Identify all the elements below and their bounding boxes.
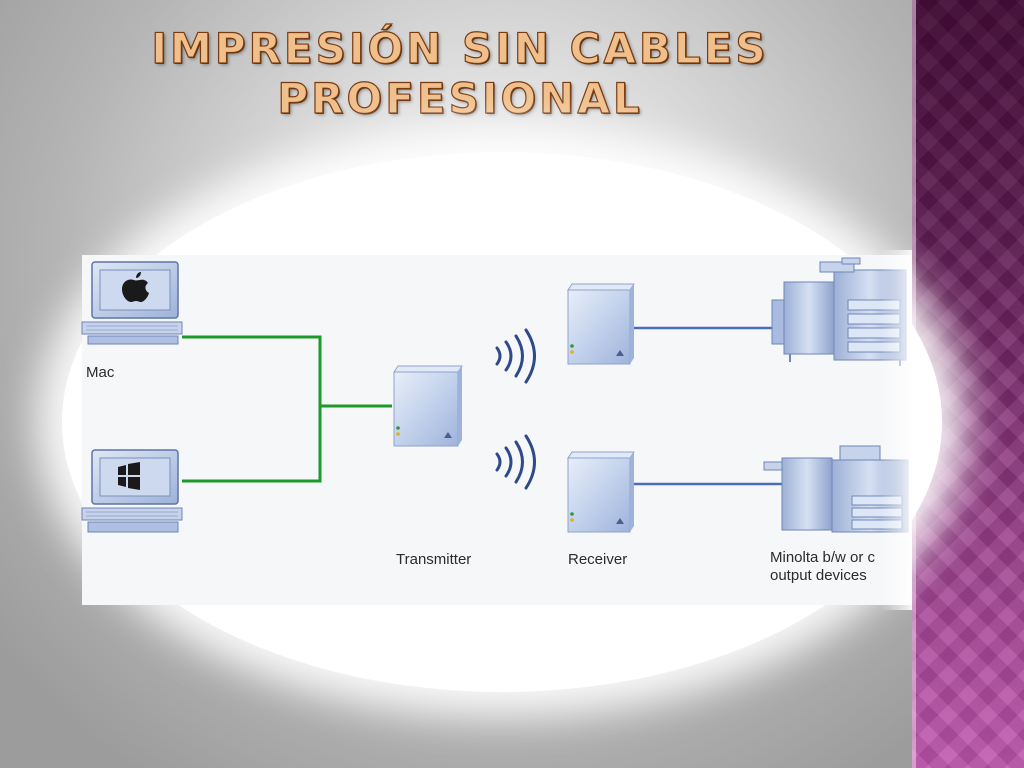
label-output-line-1: Minolta b/w or c bbox=[770, 549, 876, 566]
label-output-line-2: output devices bbox=[770, 567, 867, 584]
wireless-signal-icon bbox=[495, 434, 536, 490]
label-mac: Mac bbox=[86, 364, 115, 381]
windows-computer bbox=[81, 449, 183, 533]
receiver-connections bbox=[632, 326, 790, 486]
mac-computer bbox=[81, 261, 183, 345]
title-line-2: PROFESIONAL bbox=[277, 73, 643, 123]
wired-connections bbox=[182, 335, 392, 483]
receiver-device-1 bbox=[567, 283, 635, 365]
label-receiver: Receiver bbox=[568, 551, 627, 568]
apple-logo-icon bbox=[122, 272, 149, 302]
label-transmitter: Transmitter bbox=[396, 551, 471, 568]
slide-title: IMPRESIÓN SIN CABLES PROFESIONAL bbox=[120, 23, 800, 124]
windows-logo-icon bbox=[118, 462, 140, 490]
transmitter-device bbox=[393, 365, 463, 447]
wire-computers bbox=[182, 335, 322, 483]
title-line-1: IMPRESIÓN SIN CABLES bbox=[151, 23, 769, 73]
wireless-signal-icon bbox=[495, 328, 536, 384]
receiver-device-2 bbox=[567, 451, 635, 533]
network-diagram: Mac Transmitter bbox=[81, 250, 912, 610]
